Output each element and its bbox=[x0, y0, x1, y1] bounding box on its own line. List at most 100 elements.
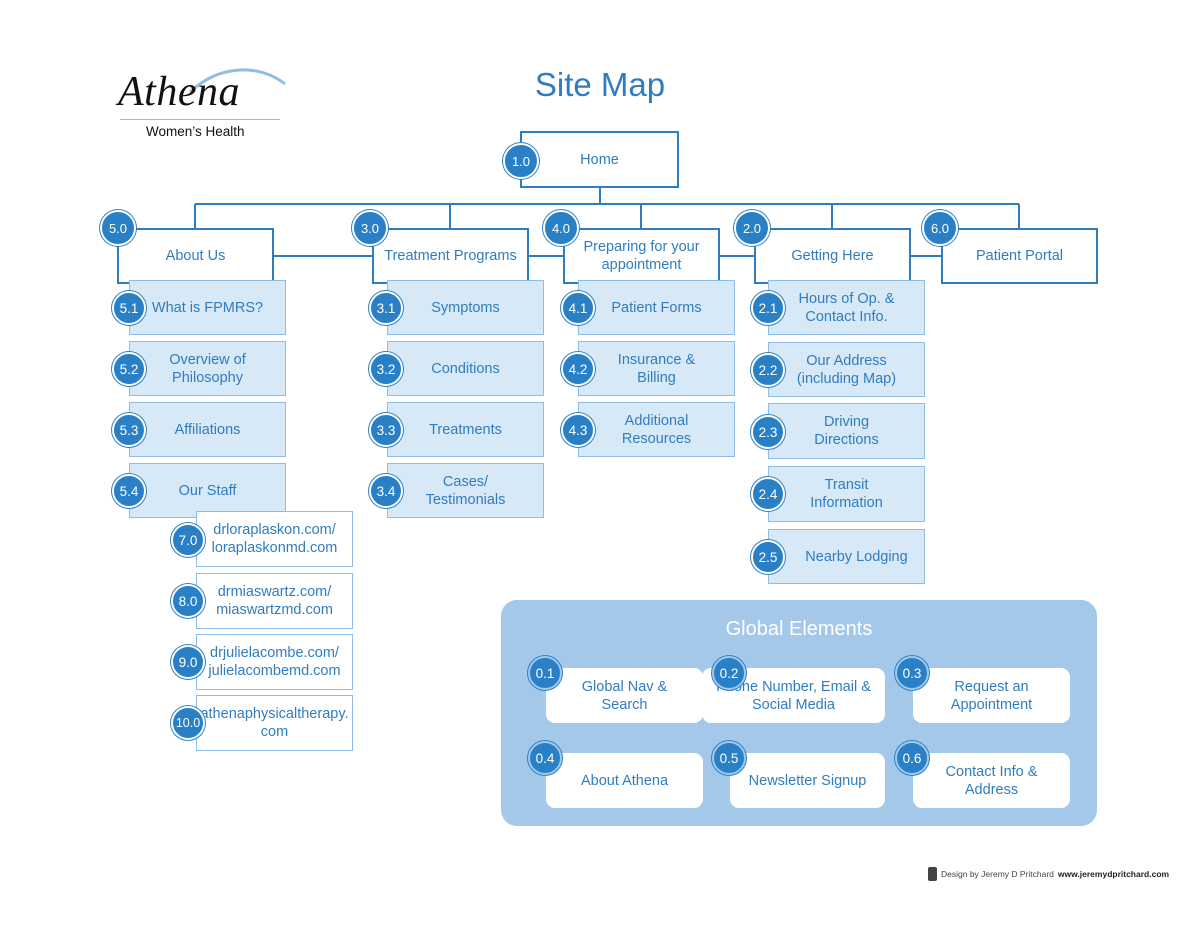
node-number-badge: 2.1 bbox=[751, 291, 785, 325]
node-number-badge: 8.0 bbox=[171, 584, 205, 618]
node-label: Symptoms bbox=[431, 299, 500, 316]
node-number-badge: 7.0 bbox=[171, 523, 205, 557]
node-number-badge: 6.0 bbox=[922, 210, 958, 246]
node-label: Getting Here bbox=[791, 248, 874, 264]
node-label: Contact Info & Address bbox=[945, 763, 1038, 798]
node-number-badge: 3.1 bbox=[369, 291, 403, 325]
node-label: Insurance & Billing bbox=[617, 351, 696, 386]
node-conditions[interactable]: Conditions bbox=[387, 341, 544, 396]
node-additional-resources[interactable]: Additional Resources bbox=[578, 402, 735, 457]
node-number-badge: 2.5 bbox=[751, 540, 785, 574]
node-label: Treatment Programs bbox=[384, 248, 517, 264]
node-driving-directions[interactable]: Driving Directions bbox=[768, 403, 925, 459]
node-label: Additional Resources bbox=[621, 412, 692, 447]
node-label: Overview of Philosophy bbox=[169, 351, 246, 386]
node-about-athena[interactable]: About Athena bbox=[546, 753, 703, 808]
node-our-address[interactable]: Our Address (including Map) bbox=[768, 342, 925, 397]
logo-swoosh bbox=[188, 68, 286, 94]
node-number-badge: 3.3 bbox=[369, 413, 403, 447]
node-label: athenaphysicaltherapy. com bbox=[200, 706, 349, 740]
node-number-badge: 0.1 bbox=[528, 656, 562, 690]
node-treatment-programs[interactable]: Treatment Programs bbox=[372, 228, 529, 284]
node-number-badge: 5.2 bbox=[112, 352, 146, 386]
node-site-physicaltherapy[interactable]: athenaphysicaltherapy. com bbox=[196, 695, 353, 751]
node-hours-contact[interactable]: Hours of Op. & Contact Info. bbox=[768, 280, 925, 335]
node-what-is-fpmrs[interactable]: What is FPMRS? bbox=[129, 280, 286, 335]
designer-logo-icon bbox=[928, 867, 937, 881]
node-global-nav-search[interactable]: Global Nav & Search bbox=[546, 668, 703, 723]
node-number-badge: 3.2 bbox=[369, 352, 403, 386]
node-label: Conditions bbox=[431, 360, 500, 377]
node-label: Patient Portal bbox=[975, 248, 1064, 264]
node-preparing-appointment[interactable]: Preparing for your appointment bbox=[563, 228, 720, 284]
node-number-badge: 1.0 bbox=[503, 143, 539, 179]
global-elements-title: Global Elements bbox=[725, 618, 873, 640]
node-label: Request an Appointment bbox=[950, 678, 1033, 713]
node-nearby-lodging[interactable]: Nearby Lodging bbox=[768, 529, 925, 584]
node-label: drjulielacombe.com/ julielacombemd.com bbox=[208, 645, 341, 679]
node-label: About Athena bbox=[580, 772, 669, 789]
node-patient-forms[interactable]: Patient Forms bbox=[578, 280, 735, 335]
node-label: Affiliations bbox=[174, 421, 241, 438]
logo-wordmark: Athena bbox=[118, 69, 240, 115]
node-symptoms[interactable]: Symptoms bbox=[387, 280, 544, 335]
node-treatments[interactable]: Treatments bbox=[387, 402, 544, 457]
node-label: Hours of Op. & Contact Info. bbox=[798, 290, 895, 325]
node-label: Preparing for your appointment bbox=[583, 239, 700, 273]
node-number-badge: 0.6 bbox=[895, 741, 929, 775]
node-label: Treatments bbox=[429, 421, 502, 438]
node-number-badge: 0.2 bbox=[712, 656, 746, 690]
node-label: Transit Information bbox=[810, 477, 883, 511]
node-label: Driving Directions bbox=[814, 414, 879, 448]
node-label: What is FPMRS? bbox=[151, 299, 264, 316]
node-our-staff[interactable]: Our Staff bbox=[129, 463, 286, 518]
node-label: Our Address (including Map) bbox=[796, 352, 897, 387]
node-about-us[interactable]: About Us bbox=[117, 228, 274, 284]
node-patient-portal[interactable]: Patient Portal bbox=[941, 228, 1098, 284]
node-number-badge: 2.4 bbox=[751, 477, 785, 511]
node-label: drloraplaskon.com/ loraplaskonmd.com bbox=[211, 522, 338, 556]
node-newsletter-signup[interactable]: Newsletter Signup bbox=[730, 753, 885, 808]
logo-subtitle: Women’s Health bbox=[146, 124, 245, 139]
node-home[interactable]: Home bbox=[520, 131, 679, 188]
node-number-badge: 10.0 bbox=[171, 706, 205, 740]
node-site-loraplaskon[interactable]: drloraplaskon.com/ loraplaskonmd.com bbox=[196, 511, 353, 567]
node-cases-testimonials[interactable]: Cases/ Testimonials bbox=[387, 463, 544, 518]
node-label: drmiaswartz.com/ miaswartzmd.com bbox=[216, 584, 333, 618]
node-number-badge: 0.5 bbox=[712, 741, 746, 775]
node-number-badge: 5.3 bbox=[112, 413, 146, 447]
node-request-appointment[interactable]: Request an Appointment bbox=[913, 668, 1070, 723]
node-number-badge: 2.0 bbox=[734, 210, 770, 246]
node-label: Newsletter Signup bbox=[748, 772, 867, 789]
node-number-badge: 2.3 bbox=[751, 415, 785, 449]
node-label: Nearby Lodging bbox=[805, 548, 908, 565]
node-number-badge: 4.0 bbox=[543, 210, 579, 246]
node-number-badge: 0.3 bbox=[895, 656, 929, 690]
page-title: Site Map bbox=[534, 66, 666, 103]
node-contact-info-address[interactable]: Contact Info & Address bbox=[913, 753, 1070, 808]
node-number-badge: 5.0 bbox=[100, 210, 136, 246]
node-affiliations[interactable]: Affiliations bbox=[129, 402, 286, 457]
node-overview-philosophy[interactable]: Overview of Philosophy bbox=[129, 341, 286, 396]
node-label: Patient Forms bbox=[611, 299, 702, 316]
credit-url[interactable]: www.jeremydpritchard.com bbox=[1057, 869, 1170, 879]
node-transit-information[interactable]: Transit Information bbox=[768, 466, 925, 522]
node-insurance-billing[interactable]: Insurance & Billing bbox=[578, 341, 735, 396]
credit-prefix: Design by Jeremy D Pritchard bbox=[941, 869, 1054, 879]
node-number-badge: 2.2 bbox=[751, 353, 785, 387]
node-label: Cases/ Testimonials bbox=[425, 473, 506, 508]
athena-logo: Athena Women’s Health bbox=[110, 62, 300, 144]
designer-credit: Design by Jeremy D Pritchard www.jeremyd… bbox=[928, 867, 1169, 881]
node-site-julielacombe[interactable]: drjulielacombe.com/ julielacombemd.com bbox=[196, 634, 353, 690]
node-number-badge: 4.2 bbox=[561, 352, 595, 386]
node-getting-here[interactable]: Getting Here bbox=[754, 228, 911, 284]
node-site-miaswartz[interactable]: drmiaswartz.com/ miaswartzmd.com bbox=[196, 573, 353, 629]
node-label: Our Staff bbox=[178, 482, 237, 499]
node-number-badge: 3.4 bbox=[369, 474, 403, 508]
node-number-badge: 0.4 bbox=[528, 741, 562, 775]
logo-divider bbox=[120, 119, 280, 120]
node-number-badge: 5.1 bbox=[112, 291, 146, 325]
node-number-badge: 4.3 bbox=[561, 413, 595, 447]
